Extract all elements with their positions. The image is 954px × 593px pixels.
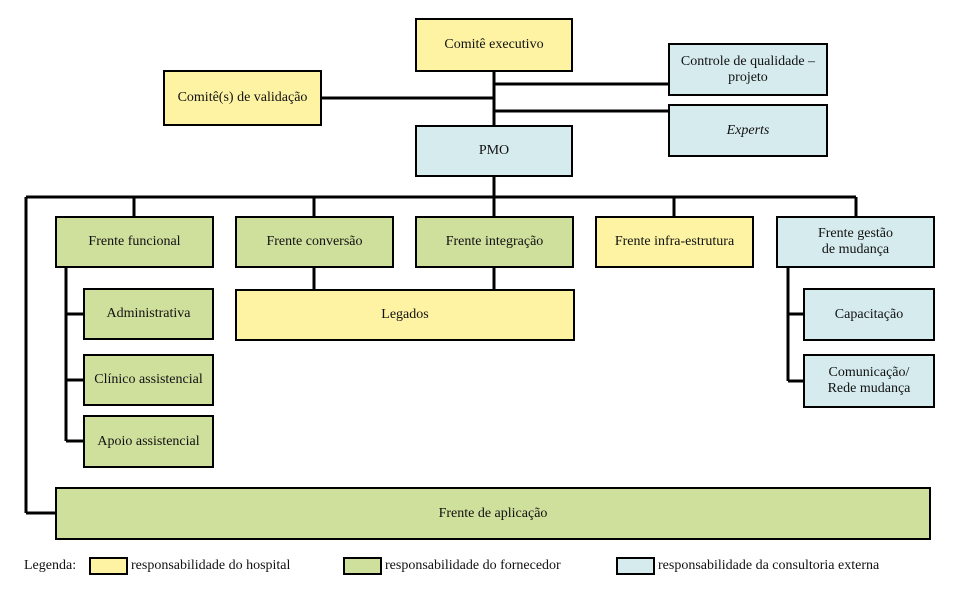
clinico-assistencial-box: Clínico assistencial	[83, 354, 214, 406]
apoio-assistencial-box: Apoio assistencial	[83, 415, 214, 468]
comite-validacao-box: Comitê(s) de validação	[163, 70, 322, 126]
legados-box: Legados	[235, 289, 575, 341]
legend-swatch-fornecedor	[343, 557, 382, 575]
controle-qualidade-box: Controle de qualidade – projeto	[668, 43, 828, 96]
frente-aplicacao-box: Frente de aplicação	[55, 487, 931, 540]
frente-integracao-box: Frente integração	[415, 216, 574, 268]
legend-label-consultoria: responsabilidade da consultoria externa	[658, 558, 880, 573]
frente-infra-estrutura-box: Frente infra-estrutura	[595, 216, 754, 268]
frente-conversao-box: Frente conversão	[235, 216, 394, 268]
capacitacao-box: Capacitação	[803, 288, 935, 341]
pmo-box: PMO	[415, 125, 573, 177]
legend-label-hospital: responsabilidade do hospital	[131, 558, 291, 573]
frente-funcional-box: Frente funcional	[55, 216, 214, 268]
frente-gestao-mudanca-box: Frente gestão de mudança	[776, 216, 935, 268]
legend-title: Legenda:	[24, 558, 77, 573]
comite-executivo-box: Comitê executivo	[415, 18, 573, 72]
legend-swatch-consultoria	[616, 557, 655, 575]
experts-box: Experts	[668, 104, 828, 157]
comunicacao-box: Comunicação/ Rede mudança	[803, 354, 935, 408]
legend-label-fornecedor: responsabilidade do fornecedor	[385, 558, 561, 573]
administrativa-box: Administrativa	[83, 288, 214, 340]
legend-swatch-hospital	[89, 557, 128, 575]
